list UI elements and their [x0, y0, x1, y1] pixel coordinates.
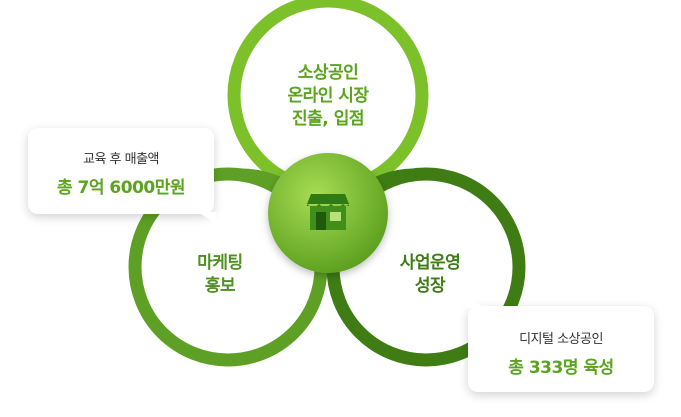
- right-label-line-2: 성장: [414, 276, 446, 296]
- right-callout-tail: [466, 296, 484, 308]
- top-label-line-2: 온라인 시장: [287, 86, 369, 106]
- top-label-line-3: 진출, 입점: [292, 109, 364, 129]
- right-circle-label: 사업운영 성장: [375, 252, 485, 298]
- right-callout-subtitle: 디지털 소상공인: [519, 332, 603, 347]
- left-callout: 교육 후 매출액 총 7억 6000만원: [28, 128, 216, 224]
- top-circle-label: 소상공인 온라인 시장 진출, 입점: [248, 62, 408, 131]
- left-label-line-2: 홍보: [204, 276, 236, 296]
- right-label-line-1: 사업운영: [399, 253, 461, 273]
- left-circle-label: 마케팅 홍보: [170, 252, 270, 298]
- store-icon: [307, 194, 349, 230]
- right-callout: 디지털 소상공인 총 333명 육성: [466, 296, 654, 392]
- top-label-line-1: 소상공인: [297, 63, 359, 83]
- left-callout-subtitle: 교육 후 매출액: [82, 152, 160, 167]
- left-callout-value: 총 7억 6000만원: [56, 178, 186, 198]
- right-callout-value: 총 333명 육성: [508, 358, 614, 378]
- left-callout-tail: [198, 212, 216, 224]
- left-label-line-1: 마케팅: [197, 253, 243, 273]
